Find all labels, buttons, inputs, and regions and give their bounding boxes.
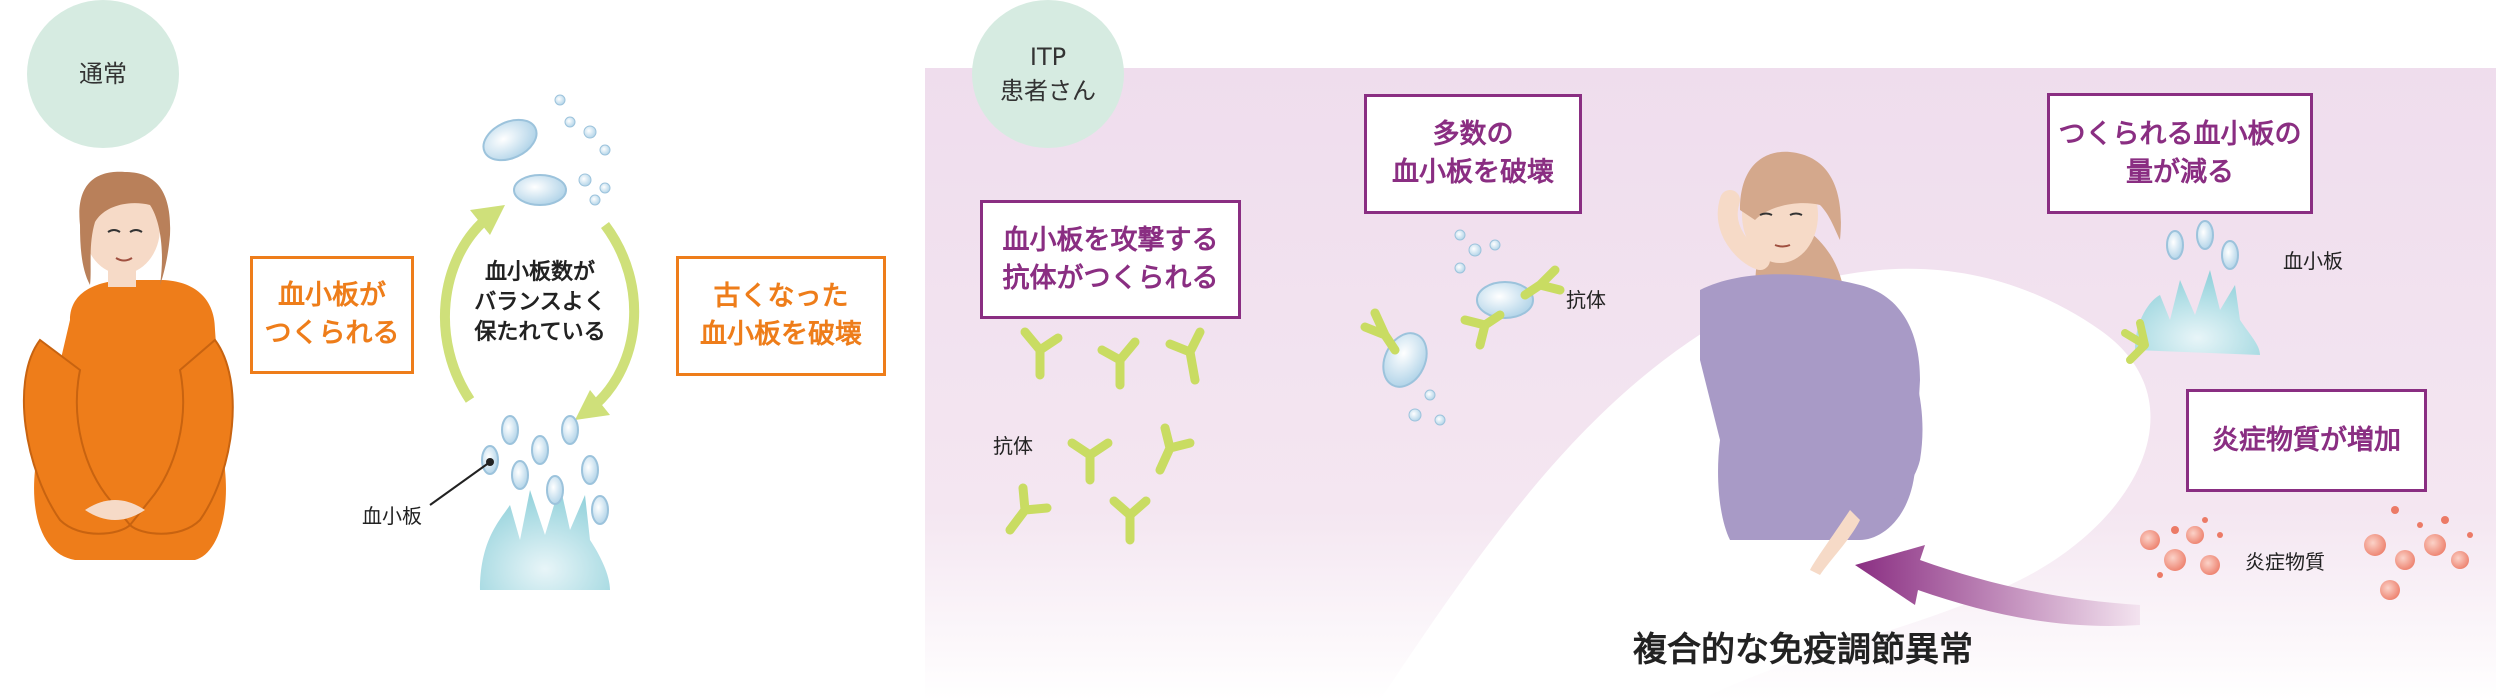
platelets-top-left [482, 94, 611, 206]
antibodies-group [1005, 327, 1205, 545]
itp-patient-badge: ITP 患者さん [972, 0, 1124, 148]
platelet-reduction-box: つくられる血小板の 量が減る [2047, 93, 2313, 214]
immune-dysregulation-caption: 複合的な免疫調節異常 [1633, 630, 1973, 670]
inflammatory-increase-label: 炎症物質が増加 [2212, 424, 2401, 456]
woman-normal-figure [23, 171, 234, 560]
inflammatory-dots-left [2140, 517, 2223, 578]
megakaryocyte-right [2121, 220, 2260, 364]
inflammatory-dots-right [2364, 506, 2473, 600]
platelet-production-box: 血小板が つくられる [250, 256, 414, 374]
cycle-arrowhead-right [575, 390, 610, 420]
antibody-label: 抗体 [993, 434, 1033, 458]
normal-badge: 通常 [27, 0, 179, 148]
platelet-label-left: 血小板 [362, 504, 422, 528]
normal-badge-label: 通常 [79, 60, 127, 88]
platelet-destruction-box: 多数の 血小板を破壊 [1364, 94, 1582, 214]
antibody-attack-group [1360, 229, 1565, 426]
platelet-balance-text: 血小板数が バランスよく 保たれている [474, 260, 606, 345]
feedback-arrow [1855, 545, 2140, 626]
platelet-production-label: 血小板が つくられる [264, 280, 400, 349]
cycle-arrow-left [440, 216, 489, 403]
old-platelet-destruction-label: 古くなった 血小板を破壊 [700, 281, 862, 350]
platelet-pointer-line [429, 461, 491, 506]
old-platelet-destruction-box: 古くなった 血小板を破壊 [676, 256, 886, 376]
platelet-label-right: 血小板 [2283, 249, 2343, 273]
megakaryocyte-left [480, 415, 610, 590]
cycle-arrowhead-left [470, 205, 505, 235]
antibody-label-2: 抗体 [1566, 288, 1606, 312]
cycle-arrow-right [591, 222, 640, 409]
antibody-production-label: 血小板を攻撃する 抗体がつくられる [1002, 224, 1219, 294]
antibody-production-box: 血小板を攻撃する 抗体がつくられる [980, 200, 1241, 319]
inflammatory-substance-label: 炎症物質 [2245, 550, 2325, 574]
platelet-destruction-label: 多数の 血小板を破壊 [1392, 119, 1554, 188]
platelet-reduction-label: つくられる血小板の 量が減る [2058, 118, 2302, 188]
woman-itp-figure [1700, 151, 1923, 575]
itp-patient-badge-label: ITP 患者さん [1000, 43, 1096, 105]
inflammatory-increase-box: 炎症物質が増加 [2186, 389, 2427, 492]
